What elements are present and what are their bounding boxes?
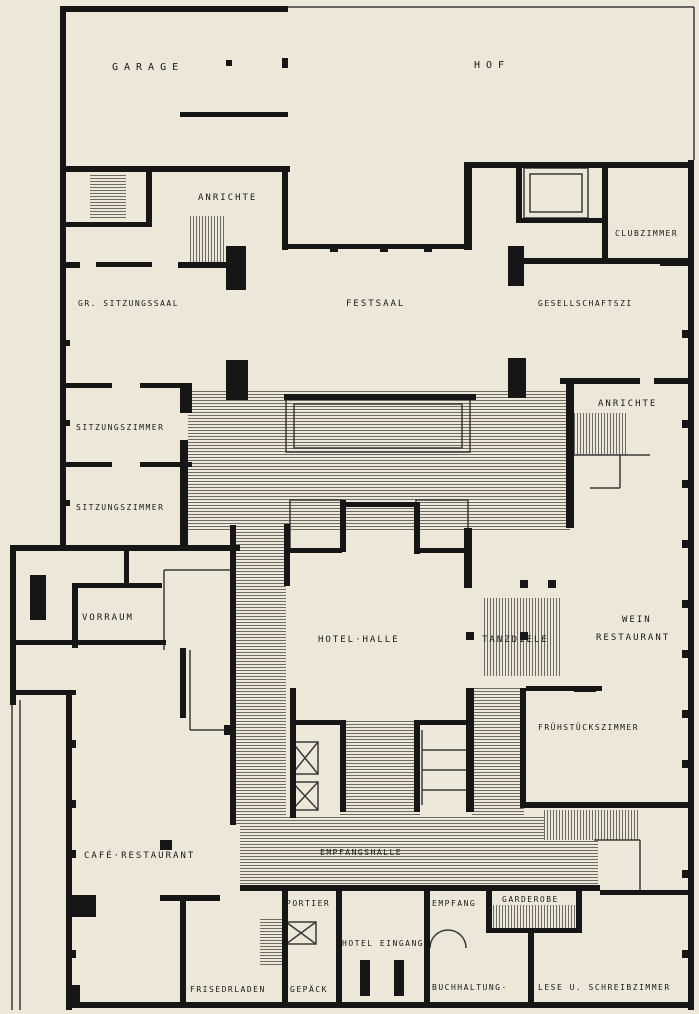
label-sitzungszimmer-2: SITZUNGSZIMMER	[76, 503, 164, 512]
label-hotel-eingang: HOTEL EINGANG	[342, 939, 424, 948]
label-empfang: EMPFANG	[432, 899, 476, 908]
label-festsaal: FESTSAAL	[346, 299, 405, 309]
label-tanzdiele: TANZDIELE	[482, 635, 549, 645]
hatched-corridors	[90, 175, 640, 966]
label-anrichte-top: ANRICHTE	[198, 193, 257, 203]
label-frisedrladen: FRISEDRLADEN	[190, 985, 266, 994]
heavy-walls	[10, 6, 694, 1010]
stair-portier	[260, 918, 282, 966]
label-buchhaltung: BUCHHALTUNG·	[432, 983, 508, 992]
corridor-north	[188, 390, 570, 530]
label-garderobe: GARDEROBE	[502, 895, 559, 904]
room-labels: GARAGE HOF ANRICHTE CLUBZIMMER GR. SITZU…	[76, 60, 678, 994]
label-wein: WEIN	[622, 615, 652, 625]
label-garage: GARAGE	[112, 62, 184, 73]
stair-east-entry	[544, 810, 640, 840]
label-hotel-halle: HOTEL·HALLE	[318, 635, 400, 645]
label-gesellschaftszi: GESELLSCHAFTSZI	[538, 299, 633, 308]
label-portier: PORTIER	[286, 899, 330, 908]
column-piers	[60, 58, 694, 1007]
corridor-center-lower	[340, 720, 420, 820]
stair-nw	[90, 175, 126, 220]
label-fruehstueckszimmer: FRÜHSTÜCKSZIMMER	[538, 722, 639, 732]
label-gr-sitzungssaal: GR. SITZUNGSSAAL	[78, 299, 179, 308]
label-hof: HOF	[474, 60, 510, 71]
label-gepaeck: GEPÄCK	[290, 984, 328, 994]
label-vorraum: VORRAUM	[82, 613, 134, 623]
label-restaurant: RESTAURANT	[596, 633, 670, 643]
label-cafe-restaurant: CAFÉ·RESTAURANT	[84, 849, 195, 861]
corridor-east-lower	[472, 688, 524, 818]
empfangshalle-floor	[240, 815, 598, 890]
label-anrichte-right: ANRICHTE	[598, 399, 657, 409]
label-empfangshalle: EMPFANGSHALLE	[320, 848, 402, 857]
label-lese-schreibzimmer: LESE U. SCHREIBZIMMER	[538, 983, 671, 992]
stair-anrichte-right	[574, 413, 626, 455]
garderobe-counter	[492, 905, 576, 929]
stair-anrichte-top	[188, 216, 226, 266]
label-clubzimmer: CLUBZIMMER	[615, 229, 678, 238]
label-sitzungszimmer-1: SITZUNGSZIMMER	[76, 423, 164, 432]
corridor-west	[234, 525, 286, 825]
